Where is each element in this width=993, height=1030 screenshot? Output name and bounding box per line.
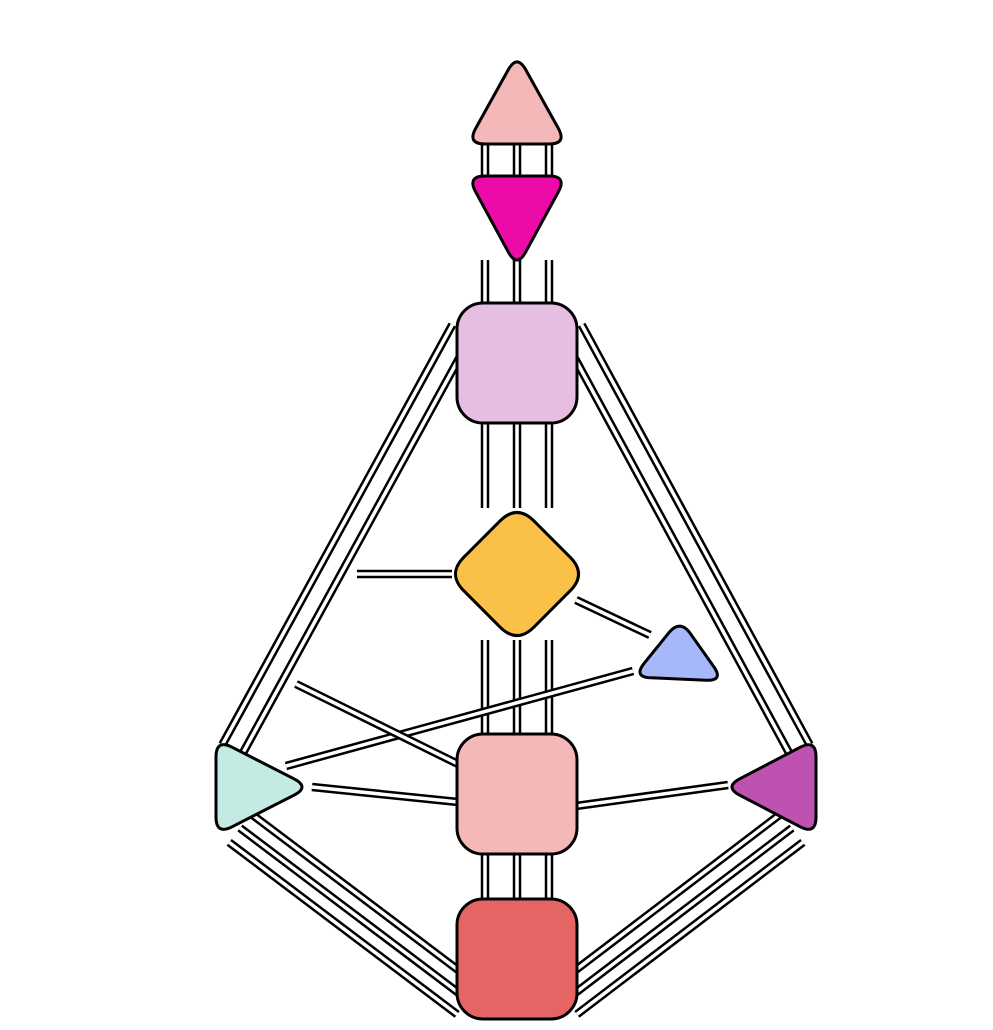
channel-solar-plexus-to-root-line-3 [552,810,784,990]
center-throat [455,301,579,425]
channel-throat-to-spleen-line-1 [237,333,476,758]
center-heart [638,624,719,682]
center-ajna [471,174,563,262]
center-spleen [214,743,304,831]
channel-heart-to-spleen-line-1 [284,666,635,771]
channel-spleen-to-root-line-1 [248,810,482,990]
channel-g-to-heart-line-1 [574,596,652,639]
center-g [453,510,581,638]
channel-sacral-to-solar-plexus-line-1 [575,780,729,811]
channel-throat-to-solar-plexus-line-1 [577,322,814,747]
centers-layer [214,60,818,1021]
channel-throat-to-solar-plexus-line-2 [558,333,795,758]
center-solar-plexus [730,743,818,831]
center-head [471,60,563,146]
channel-throat-to-spleen-line-2 [218,322,457,747]
channels-layer [218,140,814,1018]
center-sacral [455,732,579,856]
channel-spleen-to-root-line-3 [226,838,460,1018]
channel-spleen-to-root-line-2 [237,824,471,1004]
center-root [455,897,579,1021]
channel-solar-plexus-to-root-line-1 [574,838,806,1018]
channel-spleen-to-sacral-b [311,782,459,807]
channel-solar-plexus-to-root-line-2 [563,824,795,1004]
channel-spleen-to-sacral-a [294,680,460,768]
